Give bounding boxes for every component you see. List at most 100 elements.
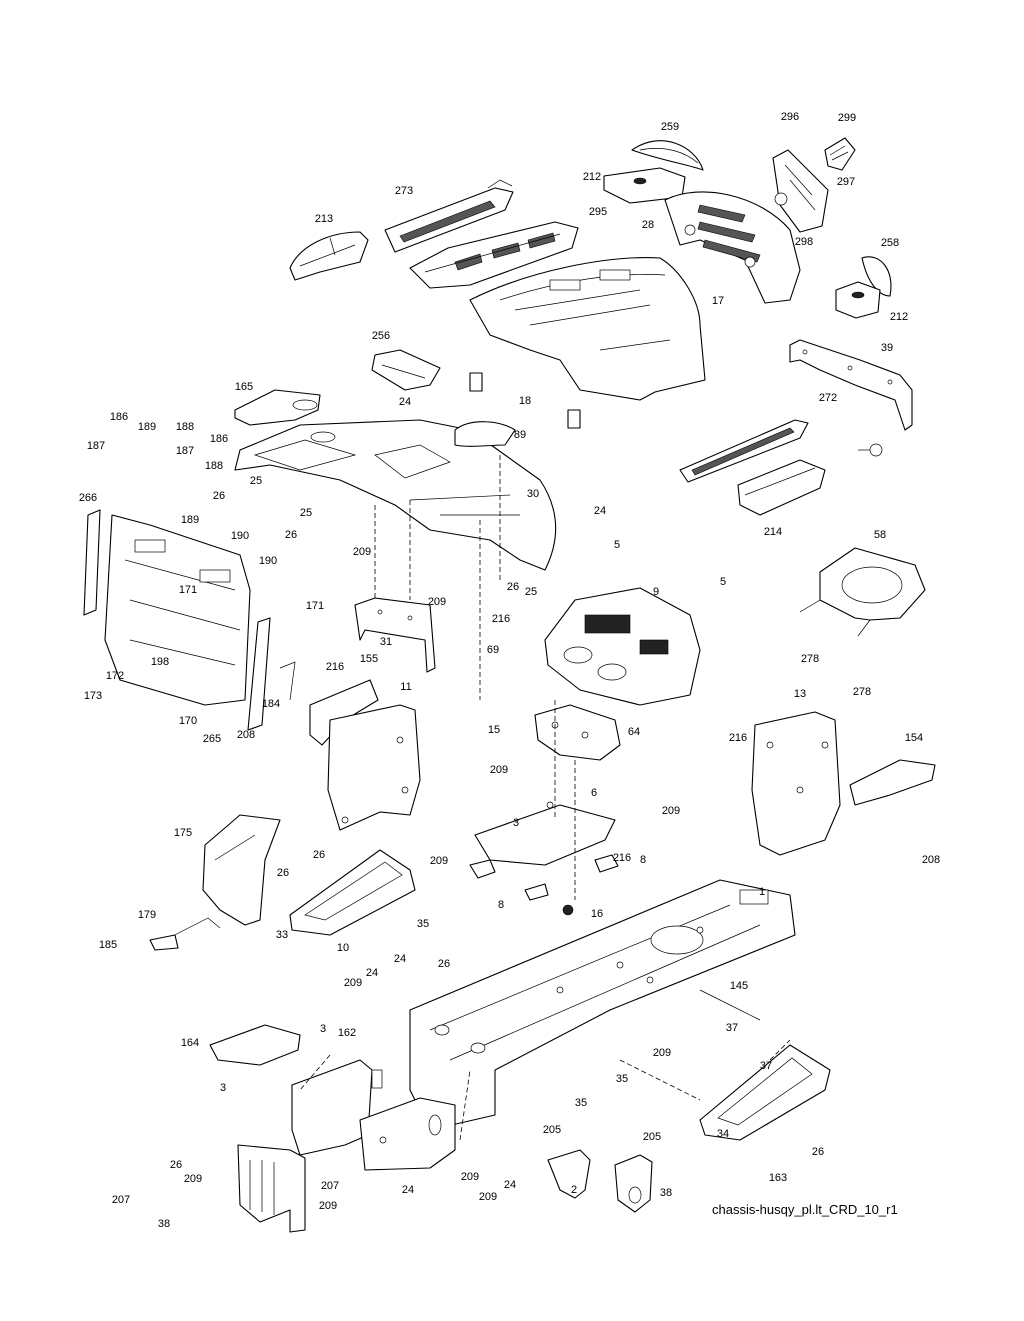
callout-label: 209 <box>479 1191 497 1203</box>
part-11-side-plate <box>327 704 421 831</box>
part-259-lens <box>631 140 704 171</box>
callout-label: 18 <box>519 395 531 407</box>
callout-label: 205 <box>543 1124 561 1136</box>
part-214-trim <box>737 459 826 516</box>
part-273-grille-strip <box>384 179 514 253</box>
callout-label: 11 <box>400 681 411 693</box>
callout-label: 171 <box>179 584 197 596</box>
callout-label: 164 <box>181 1037 199 1049</box>
part-13-side-plate <box>751 711 841 856</box>
callout-label: 163 <box>769 1172 787 1184</box>
part-39-bracket <box>789 339 913 431</box>
callout-label: 216 <box>492 613 510 625</box>
callout-label: 35 <box>417 918 429 930</box>
callout-label: 209 <box>319 1200 337 1212</box>
callout-label: 165 <box>235 381 253 393</box>
part-295-hood-grille <box>409 221 579 289</box>
callout-label: 216 <box>729 732 747 744</box>
callout-label: 25 <box>525 586 537 598</box>
callout-label: 170 <box>179 715 197 727</box>
callout-label: 1 <box>759 886 765 898</box>
callout-label: 26 <box>313 849 325 861</box>
callout-label: 209 <box>184 1173 202 1185</box>
part-28-front-grille <box>664 191 801 304</box>
callout-label: 33 <box>276 929 288 941</box>
callout-label: 189 <box>138 421 156 433</box>
callout-label: 175 <box>174 827 192 839</box>
callout-label: 209 <box>430 855 448 867</box>
callout-label: 297 <box>837 176 855 188</box>
callout-label: 3 <box>513 817 519 829</box>
part-212-block-lower <box>835 281 881 319</box>
part-296-bracket <box>772 137 856 233</box>
callout-label: 16 <box>591 908 603 920</box>
part-30-fender <box>234 419 557 571</box>
part-154-bracket <box>849 759 936 806</box>
part-265-strip <box>247 617 271 731</box>
part-17-hood <box>469 257 706 401</box>
callout-label: 207 <box>112 1194 130 1206</box>
callout-label: 259 <box>661 121 679 133</box>
part-256-cover <box>371 349 441 391</box>
part-64-support <box>534 704 621 761</box>
part-145-rod <box>699 989 761 1021</box>
callout-label: 209 <box>0 0 9 3</box>
part-38-bracket-right <box>614 1154 653 1213</box>
callout-label: 208 <box>922 854 940 866</box>
callout-label: 35 <box>616 1073 628 1085</box>
callout-label: 209 <box>653 1047 671 1059</box>
part-18-clips <box>469 372 581 429</box>
callout-label: 25 <box>300 507 312 519</box>
callout-label: 35 <box>575 1097 587 1109</box>
callout-label: 190 <box>259 555 277 567</box>
callout-label: 15 <box>488 724 500 736</box>
callout-label: 37 <box>726 1022 738 1034</box>
part-163-plate <box>359 1097 456 1171</box>
callout-label: 198 <box>151 656 169 668</box>
callout-label: 3 <box>220 1082 226 1094</box>
callout-label: 185 <box>99 939 117 951</box>
callout-label: 212 <box>583 171 601 183</box>
callout-label: 209 <box>344 977 362 989</box>
callout-label: 24 <box>504 1179 516 1191</box>
part-272-grille <box>679 419 809 483</box>
callout-label: 154 <box>905 732 923 744</box>
callout-label: 10 <box>337 942 349 954</box>
callout-label: 17 <box>712 295 724 307</box>
callout-label: 6 <box>591 787 597 799</box>
callout-label: 26 <box>170 1159 182 1171</box>
callout-label: 24 <box>594 505 606 517</box>
callout-label: 24 <box>402 1184 414 1196</box>
callout-label: 8 <box>640 854 646 866</box>
callout-label: 179 <box>138 909 156 921</box>
part-266-strip <box>83 509 101 616</box>
callout-label: 265 <box>203 733 221 745</box>
callout-label: 209 <box>490 764 508 776</box>
callout-label: 38 <box>158 1218 170 1230</box>
callout-label: 39 <box>881 342 893 354</box>
diagram-caption: chassis-husqy_pl.lt_CRD_10_r1 <box>712 1202 898 1217</box>
callout-label: 25 <box>250 475 262 487</box>
callout-label: 162 <box>338 1027 356 1039</box>
callout-label: 24 <box>399 396 411 408</box>
callout-label: 296 <box>781 111 799 123</box>
callout-label: 31 <box>380 636 392 648</box>
callout-label: 216 <box>326 661 344 673</box>
part-31-bracket <box>354 597 436 673</box>
callout-label: 298 <box>795 236 813 248</box>
callout-label: 172 <box>106 670 124 682</box>
part-89-cover <box>454 421 516 447</box>
part-165-cover <box>234 389 321 426</box>
part-16-nut <box>562 904 574 916</box>
callout-label: 278 <box>853 686 871 698</box>
callout-label: 266 <box>79 492 97 504</box>
callout-label: 188 <box>176 421 194 433</box>
callout-label: 64 <box>628 726 640 738</box>
callout-label: 34 <box>717 1128 729 1140</box>
callout-label: 208 <box>237 729 255 741</box>
part-33-footrest <box>289 849 416 936</box>
part-179-lever <box>149 917 221 951</box>
